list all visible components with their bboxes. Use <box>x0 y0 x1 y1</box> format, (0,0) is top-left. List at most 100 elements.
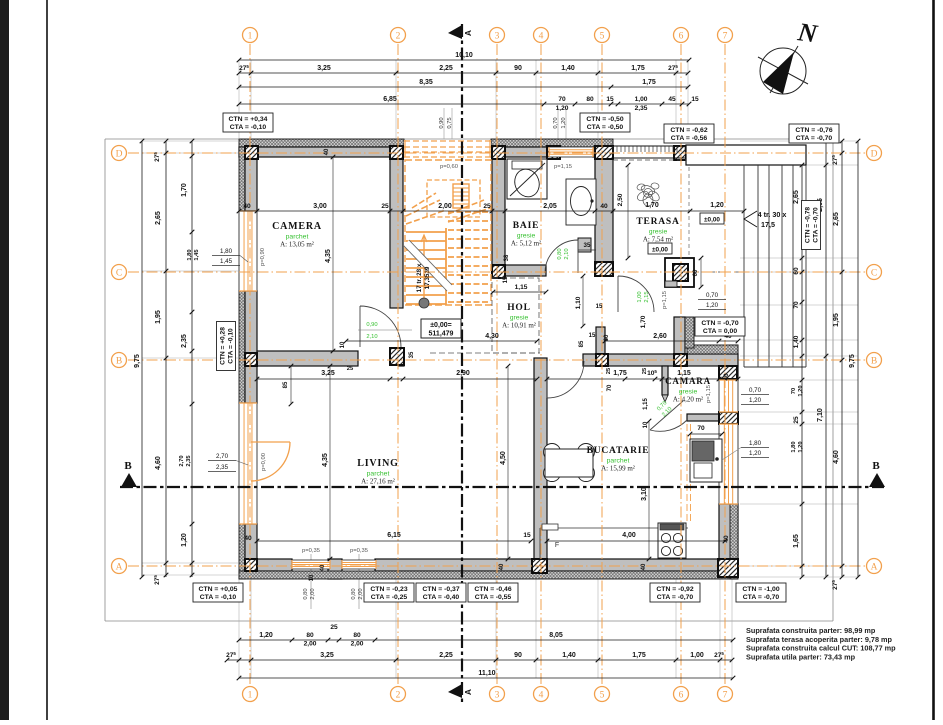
svg-text:40: 40 <box>723 535 730 543</box>
svg-text:11,10: 11,10 <box>478 670 495 677</box>
svg-text:1,20: 1,20 <box>798 441 804 452</box>
svg-text:gresie: gresie <box>649 229 668 236</box>
svg-text:2,90: 2,90 <box>456 370 470 377</box>
svg-text:CTN = -0,76: CTN = -0,76 <box>795 127 832 134</box>
svg-text:40: 40 <box>320 564 326 571</box>
svg-text:CTA = -0,70: CTA = -0,70 <box>813 207 820 243</box>
svg-text:2,70: 2,70 <box>216 453 229 460</box>
svg-text:CTN = -0,78: CTN = -0,78 <box>804 207 811 243</box>
svg-text:2,65: 2,65 <box>793 190 800 204</box>
svg-text:6: 6 <box>679 690 684 700</box>
svg-text:25: 25 <box>381 203 389 210</box>
svg-text:B: B <box>116 356 122 366</box>
svg-text:0,80: 0,80 <box>303 588 309 599</box>
svg-text:40: 40 <box>723 373 730 381</box>
svg-text:15: 15 <box>691 96 699 103</box>
svg-text:4: 4 <box>539 690 544 700</box>
svg-text:4,60: 4,60 <box>155 456 162 470</box>
svg-text:4,00: 4,00 <box>622 532 636 539</box>
svg-text:2,05: 2,05 <box>543 203 557 210</box>
svg-text:2,65: 2,65 <box>833 212 840 226</box>
svg-text:1,95: 1,95 <box>833 313 840 327</box>
svg-text:3,25: 3,25 <box>320 652 334 659</box>
svg-text:1,75: 1,75 <box>613 370 627 377</box>
svg-text:10: 10 <box>643 421 649 428</box>
svg-text:A: 27,16 m²: A: 27,16 m² <box>361 478 395 486</box>
svg-text:275: 275 <box>831 580 839 590</box>
svg-text:Suprafata utila parter: 73,43: Suprafata utila parter: 73,43 mp <box>746 652 856 661</box>
svg-text:1,80: 1,80 <box>791 441 797 452</box>
svg-text:A: 15,99 m²: A: 15,99 m² <box>601 465 635 473</box>
svg-text:45: 45 <box>668 96 676 103</box>
svg-text:CTN = -0,62: CTN = -0,62 <box>670 127 707 134</box>
svg-text:25: 25 <box>347 366 354 372</box>
svg-text:CTA = -0,10: CTA = -0,10 <box>230 124 267 131</box>
svg-text:70: 70 <box>791 388 797 394</box>
svg-text:±0,00: ±0,00 <box>704 217 720 224</box>
svg-text:4 tr. 30 x: 4 tr. 30 x <box>758 210 787 219</box>
svg-text:2,70: 2,70 <box>179 455 185 466</box>
svg-text:275: 275 <box>714 651 724 659</box>
svg-text:8,05: 8,05 <box>549 632 563 639</box>
svg-text:1,95: 1,95 <box>155 310 162 324</box>
svg-text:25: 25 <box>330 624 338 631</box>
svg-text:25: 25 <box>793 416 800 424</box>
svg-text:2,25: 2,25 <box>439 65 453 72</box>
svg-text:p=1,15: p=1,15 <box>662 291 668 309</box>
svg-text:CAMARA: CAMARA <box>665 376 711 386</box>
svg-text:2,35: 2,35 <box>186 455 192 467</box>
svg-text:40: 40 <box>499 563 505 570</box>
svg-text:511,479: 511,479 <box>429 331 454 338</box>
svg-text:A: 4,20 m²: A: 4,20 m² <box>673 396 703 404</box>
svg-text:40: 40 <box>641 563 647 570</box>
svg-text:80: 80 <box>306 632 314 639</box>
svg-text:1,40: 1,40 <box>562 652 576 659</box>
svg-text:B: B <box>872 460 880 472</box>
svg-text:90: 90 <box>514 65 522 72</box>
svg-text:gresie: gresie <box>679 389 698 396</box>
svg-text:CTA = -0,10: CTA = -0,10 <box>228 328 235 364</box>
svg-text:17,5: 17,5 <box>761 220 775 229</box>
svg-text:80: 80 <box>586 96 594 103</box>
svg-text:25: 25 <box>606 367 612 374</box>
svg-text:2,00: 2,00 <box>351 641 364 648</box>
svg-text:2,00: 2,00 <box>304 641 317 648</box>
svg-text:gresie: gresie <box>517 233 536 240</box>
svg-text:9,75: 9,75 <box>849 354 856 368</box>
svg-text:p=0,35: p=0,35 <box>302 548 320 554</box>
svg-text:parchet: parchet <box>607 458 630 465</box>
svg-text:B: B <box>124 460 132 472</box>
svg-text:7,10: 7,10 <box>817 408 824 422</box>
svg-text:4,30: 4,30 <box>485 333 499 340</box>
svg-text:0,80: 0,80 <box>557 248 563 259</box>
svg-text:60: 60 <box>693 269 699 276</box>
svg-text:1,00: 1,00 <box>635 96 648 103</box>
svg-text:35: 35 <box>584 242 591 249</box>
svg-text:HOL: HOL <box>507 303 531 313</box>
svg-text:25: 25 <box>642 367 648 374</box>
svg-text:BAIE: BAIE <box>513 221 539 231</box>
svg-text:CTN = +0,34: CTN = +0,34 <box>229 116 268 123</box>
svg-text:F: F <box>555 542 559 549</box>
svg-text:p=0,60: p=0,60 <box>440 164 458 170</box>
svg-text:2,10: 2,10 <box>366 334 377 340</box>
svg-text:0,90: 0,90 <box>366 322 377 328</box>
svg-text:±0,00=: ±0,00= <box>430 322 452 329</box>
svg-text:1,15: 1,15 <box>643 398 649 410</box>
svg-text:A: A <box>463 30 473 36</box>
svg-text:1,20: 1,20 <box>556 105 569 112</box>
svg-text:9,75: 9,75 <box>134 354 141 368</box>
svg-text:70: 70 <box>558 96 566 103</box>
svg-text:5: 5 <box>600 31 605 41</box>
svg-text:p=0,90: p=0,90 <box>260 248 266 266</box>
svg-text:p=1,15: p=1,15 <box>554 164 572 170</box>
svg-text:TERASA: TERASA <box>636 217 679 227</box>
svg-text:CTA = 0,00: CTA = 0,00 <box>703 328 737 335</box>
svg-text:70: 70 <box>793 301 800 309</box>
svg-text:40: 40 <box>244 535 252 542</box>
svg-text:BUCATARIE: BUCATARIE <box>587 446 650 456</box>
svg-text:D: D <box>116 149 123 159</box>
svg-text:1,75: 1,75 <box>632 652 646 659</box>
svg-text:275: 275 <box>668 64 678 72</box>
svg-text:4,35: 4,35 <box>322 453 329 467</box>
